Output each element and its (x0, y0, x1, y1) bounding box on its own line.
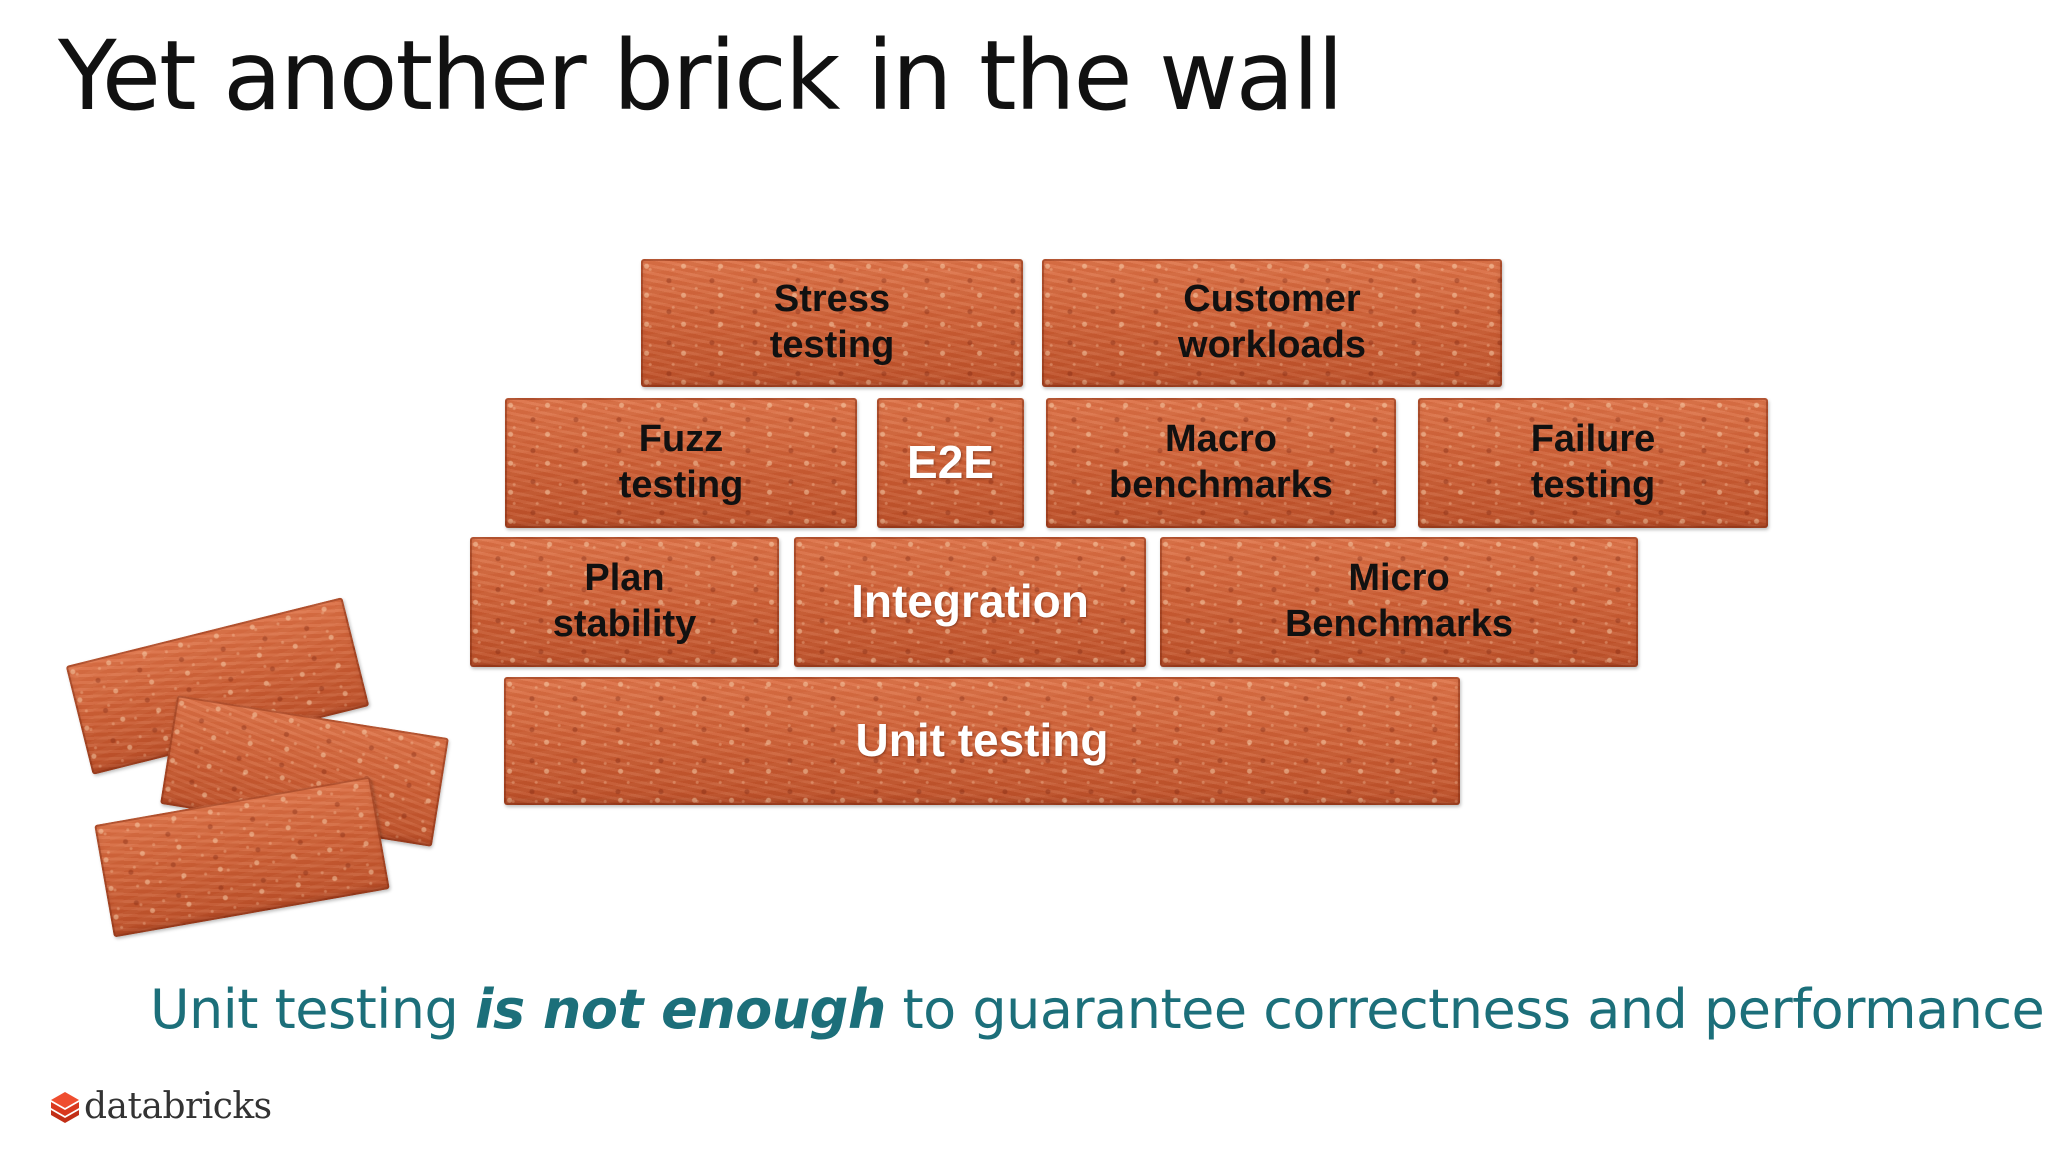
brick-label-line: Benchmarks (1284, 603, 1514, 645)
brick-label: Integration (851, 575, 1089, 628)
logo-wordmark: databricks (84, 1086, 272, 1127)
brick-plan-stability: Plan stability (470, 537, 779, 667)
brick-unit-testing: Unit testing (504, 677, 1460, 805)
tagline: Unit testing is not enough to guarantee … (150, 978, 2045, 1041)
brick-label-line: Plan (584, 557, 665, 600)
slide-title: Yet another brick in the wall (58, 20, 1344, 132)
brick-macro-benchmarks: Macro benchmarks (1046, 398, 1396, 528)
tagline-end: to guarantee correctness and performance (885, 978, 2045, 1041)
loose-brick (94, 776, 390, 938)
brick-label-line: testing (1530, 464, 1656, 506)
brick-label-line: stability (552, 603, 697, 645)
brick-label-line: testing (618, 464, 744, 506)
brick-label-line: Micro (1348, 557, 1450, 600)
brick-label-line: Stress (773, 278, 891, 321)
brick-label-line: benchmarks (1109, 464, 1333, 506)
brick-micro-benchmarks: Micro Benchmarks (1160, 537, 1638, 667)
databricks-logo: databricks (50, 1086, 272, 1127)
tagline-emphasis: is not enough (474, 978, 886, 1041)
brick-label-line: Fuzz (638, 418, 724, 461)
brick-label-line: workloads (1178, 324, 1366, 366)
tagline-start: Unit testing (150, 978, 475, 1041)
brick-customer-workloads: Customer workloads (1042, 259, 1502, 387)
brick-label: E2E (907, 436, 994, 489)
brick-integration: Integration (794, 537, 1146, 667)
brick-e2e: E2E (877, 398, 1024, 528)
brick-failure-testing: Failure testing (1418, 398, 1768, 528)
brick-fuzz-testing: Fuzz testing (505, 398, 857, 528)
brick-label: Unit testing (855, 714, 1109, 767)
brick-label-line: Failure (1530, 418, 1656, 461)
brick-label-line: Macro (1165, 418, 1277, 461)
databricks-logo-icon (51, 1091, 79, 1123)
brick-label-line: testing (769, 324, 895, 366)
brick-label-line: Customer (1183, 278, 1361, 321)
brick-stress-testing: Stress testing (641, 259, 1023, 387)
